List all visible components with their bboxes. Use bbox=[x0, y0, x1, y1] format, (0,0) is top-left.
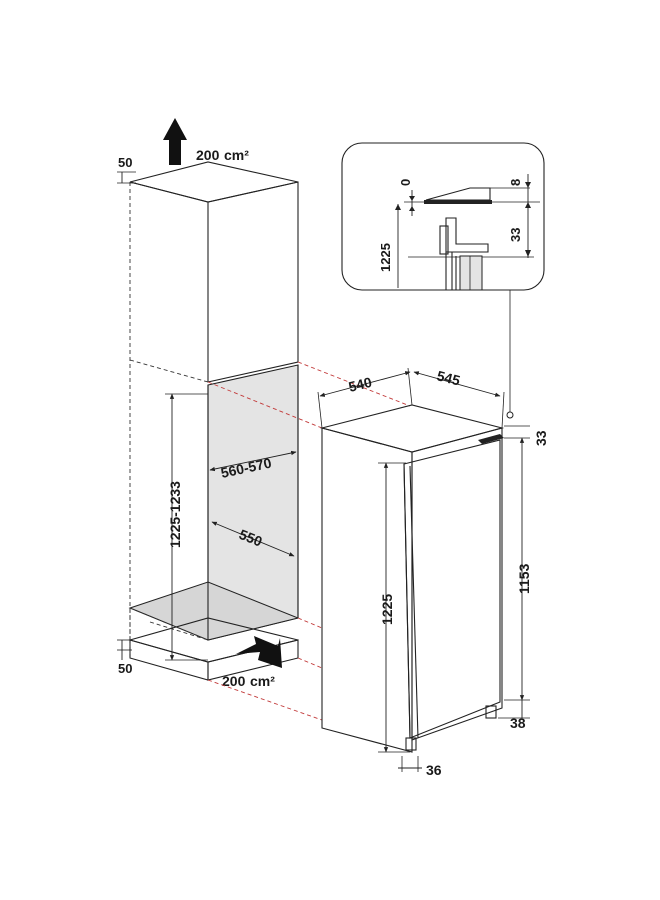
detail-frame bbox=[341, 142, 545, 291]
detail-eight-label: 8 bbox=[508, 179, 523, 186]
niche-depth-dimension bbox=[211, 521, 295, 557]
fridge-top-face bbox=[319, 404, 505, 453]
detail-height-label: 1225 bbox=[378, 243, 393, 272]
detail-marker bbox=[506, 411, 514, 419]
fridge-door bbox=[403, 439, 501, 739]
vent-bottom-value: 200 bbox=[222, 673, 246, 689]
fridge-width-label: 540 bbox=[347, 374, 374, 395]
top-gap-label: 50 bbox=[118, 155, 132, 170]
fridge-side-face bbox=[321, 427, 413, 753]
fridge-depth-label: 545 bbox=[435, 367, 462, 388]
fridge-top-gap-label: 33 bbox=[533, 430, 549, 446]
top-board bbox=[424, 200, 492, 204]
cabinet-front-face bbox=[207, 181, 299, 383]
niche-height-label: 1225-1233 bbox=[167, 481, 183, 548]
fridge-depth-dimension bbox=[413, 371, 501, 397]
fridge bbox=[319, 404, 505, 753]
front-foot bbox=[405, 737, 417, 751]
bottom-gap-label: 50 bbox=[118, 661, 132, 676]
vent-top-unit: cm² bbox=[224, 147, 249, 163]
projection-lines bbox=[207, 361, 411, 721]
foot-height-label: 38 bbox=[510, 715, 526, 731]
vent-top-arrow-icon bbox=[163, 118, 187, 165]
cabinet-top-face bbox=[129, 161, 299, 203]
niche-width-dimension bbox=[209, 450, 297, 472]
detail-callout: 0 1225 8 33 bbox=[341, 142, 545, 291]
cabinet bbox=[127, 161, 300, 681]
bracket-icon bbox=[445, 217, 489, 253]
rear-foot bbox=[485, 705, 497, 719]
door-height-label: 1153 bbox=[516, 563, 532, 594]
detail-gap-label: 0 bbox=[398, 179, 413, 186]
hinge-icon bbox=[478, 434, 504, 444]
fridge-front-face bbox=[411, 427, 503, 741]
vent-bottom-unit: cm² bbox=[250, 673, 275, 689]
vent-bottom-arrow-icon bbox=[236, 636, 282, 668]
vent-top-value: 200 bbox=[196, 147, 220, 163]
fridge-height-label: 1225 bbox=[379, 594, 395, 625]
fridge-width-dimension bbox=[319, 371, 411, 397]
foot-depth-label: 36 bbox=[426, 762, 442, 778]
detail-33-label: 33 bbox=[508, 228, 523, 242]
